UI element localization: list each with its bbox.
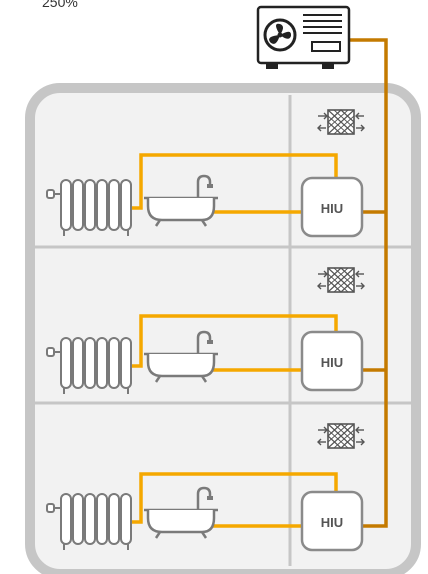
hot-water-pipe	[131, 314, 338, 368]
hiu-label: HIU	[321, 201, 343, 216]
hiu-label: HIU	[321, 515, 343, 530]
primary-pipe	[349, 38, 388, 528]
hot-water-pipe	[131, 472, 338, 524]
hiu-unit-icon: HIU	[300, 330, 364, 392]
zoom-label: 250%	[42, 0, 78, 10]
floor-1: HIU	[46, 109, 365, 238]
hiu-unit-icon: HIU	[300, 490, 364, 552]
hiu-unit-icon: HIU	[300, 176, 364, 238]
hot-water-pipe	[131, 153, 338, 210]
hiu-label: HIU	[321, 355, 343, 370]
floor-3: HIU	[46, 423, 365, 552]
floor-2: HIU	[46, 267, 365, 395]
heat-pump-icon	[256, 5, 351, 69]
